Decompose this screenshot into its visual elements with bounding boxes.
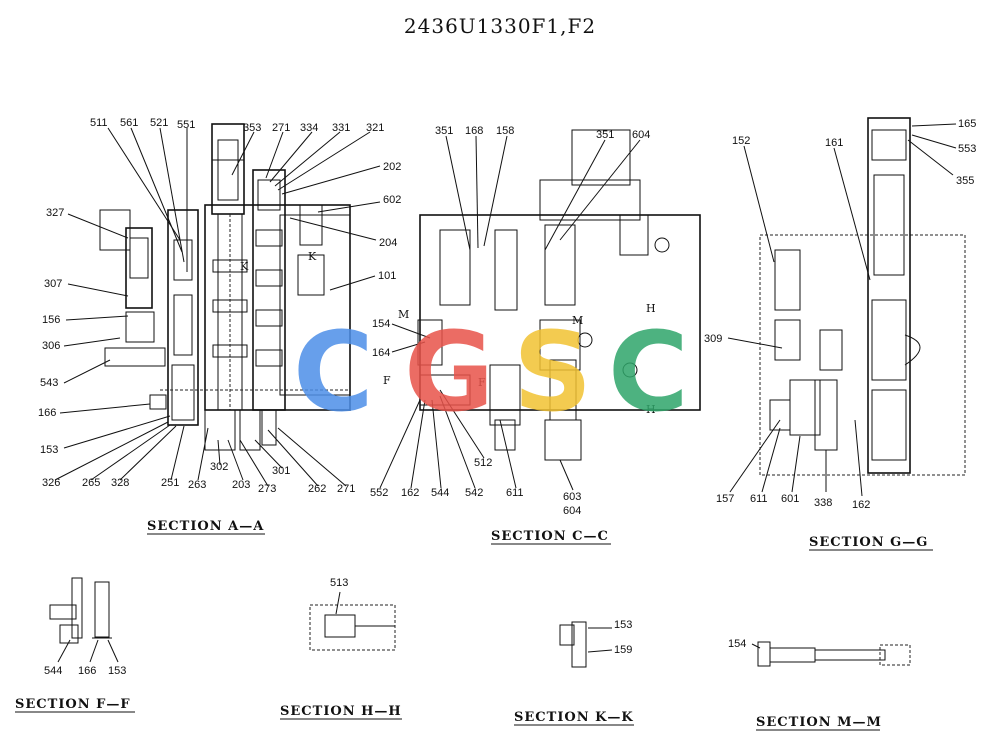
section-titles: SECTION A—A SECTION C—C SECTION G—G SECT… [15,519,933,731]
label-aa-101: 101 [378,270,396,282]
label-gg-601: 601 [781,493,799,505]
ref-f-2: F [478,376,486,389]
label-gg-309: 309 [704,333,722,345]
cgsc-watermark: C G S C [293,308,689,436]
section-reference-letters: K K M F F M H H [240,250,656,416]
ref-k-2: K [308,250,317,263]
label-aa-302: 302 [210,461,228,473]
label-cc-512: 512 [474,457,492,469]
label-cc-603: 603 [563,491,581,503]
label-aa-328: 328 [111,477,129,489]
label-aa-301: 301 [272,465,290,477]
label-aa-602: 602 [383,194,401,206]
label-aa-551: 551 [177,119,195,131]
label-aa-263: 263 [188,479,206,491]
label-aa-166: 166 [38,407,56,419]
section-title-aa: SECTION A—A [147,519,264,534]
label-gg-157: 157 [716,493,734,505]
section-mm-drawing [751,641,911,667]
watermark-letter-3: S [513,308,592,436]
watermark-letter-1: C [293,308,374,436]
label-aa-271a: 271 [272,122,290,134]
label-aa-511: 511 [90,117,108,129]
label-cc-162: 162 [401,487,419,499]
label-cc-542: 542 [465,487,483,499]
label-aa-262: 262 [308,483,326,495]
label-aa-353: 353 [243,122,261,134]
label-aa-326: 326 [42,477,60,489]
label-aa-306: 306 [42,340,60,352]
label-cc-154: 154 [372,318,390,330]
section-aa-drawing [54,123,381,487]
label-gg-611: 611 [750,493,768,505]
section-title-kk: SECTION K—K [514,710,634,725]
label-aa-331: 331 [332,122,350,134]
label-cc-552: 552 [370,487,388,499]
label-cc-164: 164 [372,347,390,359]
ref-h-1: H [646,302,656,315]
ref-h-2: H [646,403,656,416]
label-cc-544: 544 [431,487,449,499]
section-title-gg: SECTION G—G [809,535,928,550]
ref-k-1: K [240,260,249,273]
label-cc-168: 168 [465,125,483,137]
label-gg-152: 152 [732,135,750,147]
label-aa-202: 202 [383,161,401,173]
label-aa-321: 321 [366,122,384,134]
label-gg-338: 338 [814,497,832,509]
label-gg-161: 161 [825,137,843,149]
part-labels: 511 561 521 551 353 271 334 331 321 202 … [38,117,976,677]
section-title-mm: SECTION M—M [756,715,882,730]
label-kk-153: 153 [614,619,632,631]
label-aa-307: 307 [44,278,62,290]
label-ff-544: 544 [44,665,62,677]
label-cc-604b: 604 [563,505,581,517]
label-ff-153: 153 [108,665,126,677]
section-title-ff: SECTION F—F [15,697,131,712]
label-aa-156: 156 [42,314,60,326]
label-aa-561: 561 [120,117,138,129]
label-gg-165: 165 [958,118,976,130]
section-ff-drawing [49,577,119,663]
watermark-letter-2: G [404,308,494,436]
label-kk-159: 159 [614,644,632,656]
label-gg-162: 162 [852,499,870,511]
label-cc-351a: 351 [435,125,453,137]
label-ff-166: 166 [78,665,96,677]
section-title-cc: SECTION C—C [491,529,609,544]
label-gg-553: 553 [958,143,976,155]
watermark-letter-4: C [608,308,689,436]
label-cc-604a: 604 [632,129,650,141]
label-aa-203: 203 [232,479,250,491]
label-aa-251: 251 [161,477,179,489]
label-aa-271b: 271 [337,483,355,495]
label-cc-611: 611 [506,487,524,499]
label-aa-327: 327 [46,207,64,219]
section-hh-drawing [309,591,396,651]
label-gg-355: 355 [956,175,974,187]
section-title-hh: SECTION H—H [280,704,402,719]
section-gg-drawing [727,117,966,497]
label-aa-273: 273 [258,483,276,495]
ref-m-1: M [398,308,409,321]
label-aa-204: 204 [379,237,397,249]
label-aa-543: 543 [40,377,58,389]
label-aa-265: 265 [82,477,100,489]
ref-m-2: M [572,314,583,327]
section-cc-drawing [379,129,701,491]
section-kk-drawing [559,621,613,668]
label-aa-334: 334 [300,122,318,134]
label-aa-521: 521 [150,117,168,129]
ref-f-1: F [383,374,391,387]
label-cc-158: 158 [496,125,514,137]
label-mm-154: 154 [728,638,746,650]
label-aa-153: 153 [40,444,58,456]
label-hh-513: 513 [330,577,348,589]
label-cc-351b: 351 [596,129,614,141]
drawing-title: 2436U1330F1,F2 [403,14,597,38]
